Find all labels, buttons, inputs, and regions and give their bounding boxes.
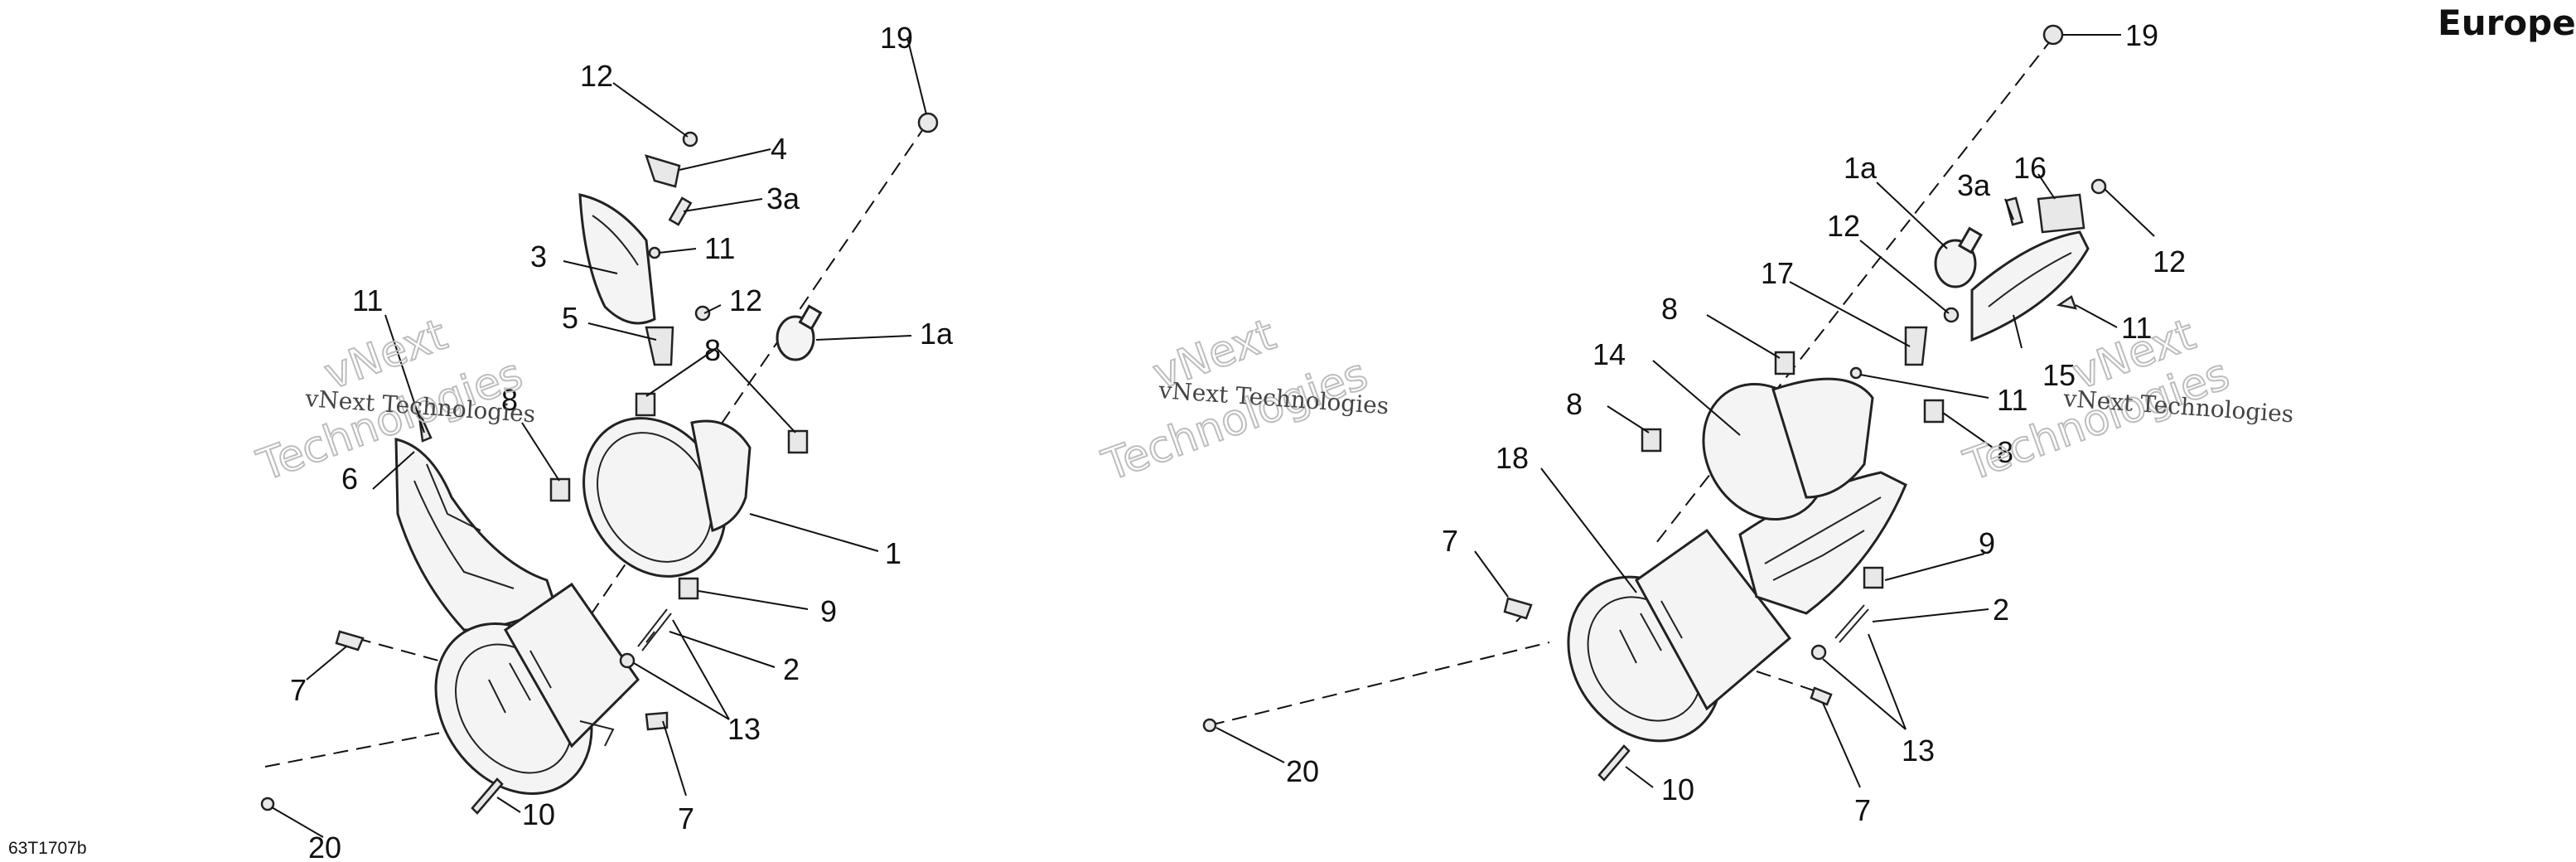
clip [1923,399,1945,424]
callout-label: 2 [1993,593,2009,627]
fastener [1943,307,1960,323]
callout-label: 20 [308,831,341,862]
callout-label: 3a [766,182,800,216]
callout-label: 3a [1957,168,1991,202]
callout-label: 4 [771,132,787,166]
region-label: Europe [2438,2,2576,43]
callout-label: 8 [1997,435,2013,469]
adjuster-spring [1834,604,1869,643]
clip [1774,351,1795,375]
callout-label: 1a [1844,151,1878,185]
clip [549,477,571,502]
callout-label: 13 [727,712,761,746]
callout-label: 13 [1902,734,1935,768]
callout-label: 11 [1997,383,2027,417]
callout-label: 14 [1592,337,1626,371]
right-assembly: 19 1a 3a 16 12 12 17 8 11 15 14 11 8 8 1… [1095,18,2294,827]
adjuster-spring [637,608,672,651]
fastener [2042,24,2064,46]
callout-label: 1a [920,317,954,351]
callout-label: 11 [352,283,383,317]
clip [635,392,656,417]
callout-label: 12 [2153,245,2186,278]
screw [1503,597,1533,620]
callout-label: 8 [1661,292,1678,326]
callout-label: 15 [2042,358,2076,392]
callout-label: 9 [1979,526,1995,560]
callout-label: 18 [1496,441,1529,475]
clip [678,577,699,600]
fastener [2090,178,2107,195]
bulb [776,315,815,361]
bracket [394,438,557,632]
callout-label: 19 [880,21,913,55]
fastener [648,246,661,259]
screw [1810,686,1833,706]
screw [645,711,669,731]
fastener [417,409,433,443]
callout-label: 7 [678,801,694,835]
callout-label: 12 [1827,209,1860,243]
callout-label: 19 [2125,18,2158,52]
position-lamp [578,193,656,325]
clip [1863,566,1884,589]
lamp-socket [668,196,693,226]
clip [1641,428,1662,453]
fastener [917,112,939,133]
fastener [694,305,711,322]
callout-label: 2 [783,652,800,686]
callout-label: 3 [530,240,547,274]
callout-label: 9 [820,594,837,628]
fastener [1849,366,1863,380]
callout-label: 5 [562,301,578,335]
housing-body [1635,528,1792,711]
lamp-bracket [1904,326,1928,366]
callout-label: 7 [1854,793,1871,827]
screw [335,630,365,651]
callout-label: 11 [2121,311,2152,345]
callout-label: 6 [341,462,358,496]
left-assembly: 19 12 4 3a 3 11 12 5 1a 8 11 8 6 1 9 2 1… [250,21,954,862]
callout-label: 8 [1566,387,1583,421]
nut [1202,718,1217,733]
callout-label: 16 [2013,151,2047,185]
callout-label: 7 [1442,524,1458,558]
bulb [1934,239,1977,288]
callout-label: 11 [704,231,735,265]
position-lamp [1970,230,2090,342]
callout-label: 17 [1761,256,1794,290]
left-axis-line [563,123,927,656]
housing-body [504,582,640,748]
callout-label: 7 [290,673,307,707]
fastener [2056,295,2077,310]
callout-label: 12 [729,283,762,317]
screw [1597,744,1631,782]
callout-label: 1 [885,536,901,570]
callout-label: 20 [1286,754,1319,788]
lamp-bracket [2037,193,2085,234]
washer [619,652,636,669]
screw [471,777,504,815]
right-screw-axis-line [1209,642,1550,726]
nut [260,797,275,811]
callout-label: 12 [580,59,613,93]
lamp-socket [2004,196,2024,226]
lamp-bracket-upper [645,154,681,188]
figure-code: 63T1707b [8,839,87,858]
callout-label: 8 [704,333,721,367]
callout-label: 10 [522,797,555,831]
callout-label: 8 [501,383,518,417]
clip [787,429,809,454]
lamp-bracket-lower [645,326,674,366]
washer [1810,644,1827,661]
callout-label: 10 [1661,772,1694,806]
